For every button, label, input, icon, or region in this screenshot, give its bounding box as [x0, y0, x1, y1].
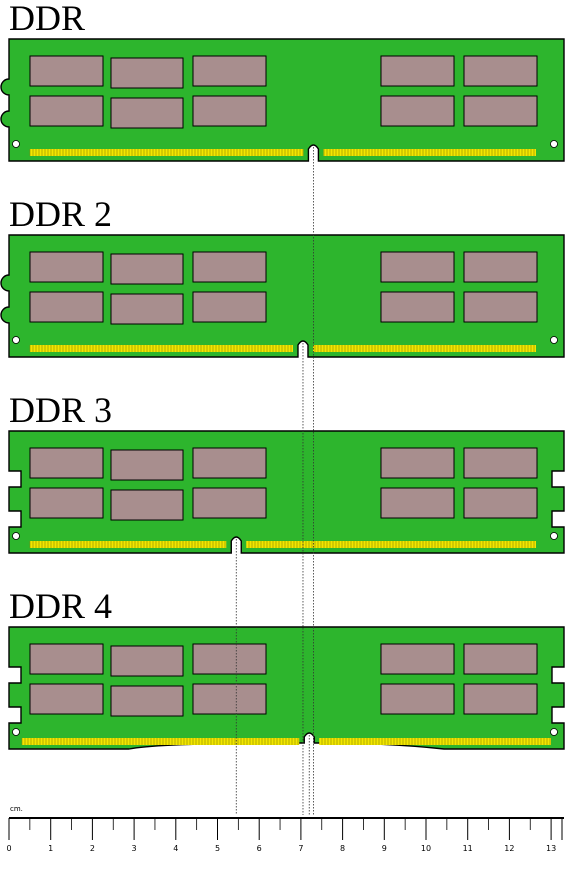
pin-contacts-left [30, 345, 293, 352]
memory-chip [380, 251, 455, 283]
module-label-ddr4: DDR 4 [9, 586, 113, 626]
memory-chip [192, 447, 267, 479]
ruler-tick-label: 4 [173, 844, 178, 853]
mounting-hole [12, 336, 20, 344]
memory-chip [110, 645, 184, 677]
memory-chip [380, 487, 455, 519]
memory-chip [380, 683, 455, 715]
ruler-tick-label: 7 [298, 844, 303, 853]
mounting-hole [550, 532, 558, 540]
memory-chip [29, 683, 104, 715]
memory-chip [463, 55, 538, 87]
ruler-tick-label: 8 [340, 844, 345, 853]
memory-chip [192, 643, 267, 675]
ruler-tick-label: 5 [215, 844, 220, 853]
memory-chip [29, 251, 104, 283]
memory-chip [463, 487, 538, 519]
memory-chip [463, 643, 538, 675]
memory-chip [380, 55, 455, 87]
memory-chip [110, 97, 184, 129]
memory-chip [29, 55, 104, 87]
memory-chip [29, 95, 104, 127]
pin-contacts-right [246, 541, 536, 548]
memory-chip [29, 291, 104, 323]
memory-chip [192, 251, 267, 283]
ruler-tick-label: 12 [504, 844, 514, 853]
ruler-tick-label: 1 [48, 844, 53, 853]
memory-chip [110, 253, 184, 285]
ruler-tick-label: 6 [257, 844, 262, 853]
ruler-tick-label: 3 [132, 844, 137, 853]
memory-chip [380, 291, 455, 323]
module-label-ddr: DDR [9, 0, 86, 38]
ruler-tick-label: 11 [463, 844, 473, 853]
memory-chip [192, 95, 267, 127]
ruler-tick-label: 13 [546, 844, 556, 853]
pin-contacts-left [22, 738, 300, 745]
pin-contacts-right [312, 345, 536, 352]
memory-chip [463, 447, 538, 479]
memory-chip [29, 447, 104, 479]
memory-chip [463, 251, 538, 283]
mounting-hole [550, 728, 558, 736]
memory-chip [380, 95, 455, 127]
memory-chip [192, 291, 267, 323]
mounting-hole [12, 532, 20, 540]
memory-chip [463, 683, 538, 715]
mounting-hole [550, 140, 558, 148]
memory-chip [463, 95, 538, 127]
memory-chip [110, 685, 184, 717]
pin-contacts-right [319, 738, 551, 745]
memory-chip [192, 683, 267, 715]
ruler-tick-label: 10 [421, 844, 431, 853]
pin-contacts-right [323, 149, 536, 156]
memory-module-4 [8, 626, 565, 750]
memory-chip [380, 447, 455, 479]
mounting-hole [12, 140, 20, 148]
memory-chip [110, 293, 184, 325]
mounting-hole [12, 728, 20, 736]
memory-chip [110, 489, 184, 521]
memory-chip [110, 449, 184, 481]
module-label-ddr3: DDR 3 [9, 390, 113, 430]
memory-chip [29, 487, 104, 519]
mounting-hole [550, 336, 558, 344]
ruler-tick-label: 2 [90, 844, 95, 853]
pin-contacts-left [30, 541, 227, 548]
memory-module-1 [0, 38, 565, 162]
memory-chip [463, 291, 538, 323]
memory-module-2 [0, 234, 565, 358]
ruler-tick-label: 9 [382, 844, 387, 853]
memory-chip [380, 643, 455, 675]
memory-chip [192, 55, 267, 87]
memory-chip [29, 643, 104, 675]
memory-chip [192, 487, 267, 519]
ruler-tick-label: 0 [6, 844, 11, 853]
module-label-ddr2: DDR 2 [9, 194, 113, 234]
pin-contacts-left [30, 149, 304, 156]
memory-module-3 [8, 430, 565, 554]
ruler-unit-label: cm. [10, 805, 23, 813]
memory-chip [110, 57, 184, 89]
